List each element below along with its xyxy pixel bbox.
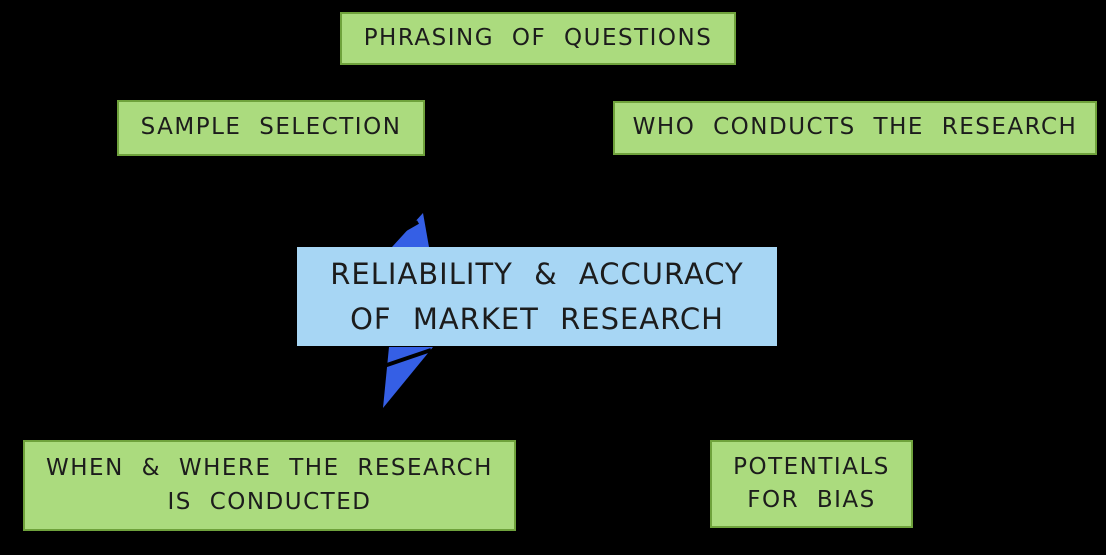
factor-label: SAMPLE SELECTION [140, 114, 402, 141]
factor-label: POTENTIALS FOR BIAS [733, 453, 890, 513]
down-arrow-icon [383, 347, 433, 408]
central-topic-label: RELIABILITY & ACCURACY OF MARKET RESEARC… [330, 256, 744, 336]
factor-label: PHRASING OF QUESTIONS [363, 24, 713, 51]
factor-label: WHEN & WHERE THE RESEARCH IS CONDUCTED [46, 455, 493, 515]
factor-label: WHO CONDUCTS THE RESEARCH [632, 114, 1078, 141]
up-arrow-icon [392, 213, 429, 247]
central-topic-box: RELIABILITY & ACCURACY OF MARKET RESEARC… [297, 247, 777, 346]
factor-box-phrasing-of-questions: PHRASING OF QUESTIONS [340, 12, 736, 65]
factor-box-potentials-for-bias: POTENTIALS FOR BIAS [710, 440, 913, 528]
factor-box-sample-selection: SAMPLE SELECTION [117, 100, 425, 156]
factor-box-who-conducts-research: WHO CONDUCTS THE RESEARCH [613, 101, 1097, 155]
factor-box-when-where-conducted: WHEN & WHERE THE RESEARCH IS CONDUCTED [23, 440, 516, 531]
